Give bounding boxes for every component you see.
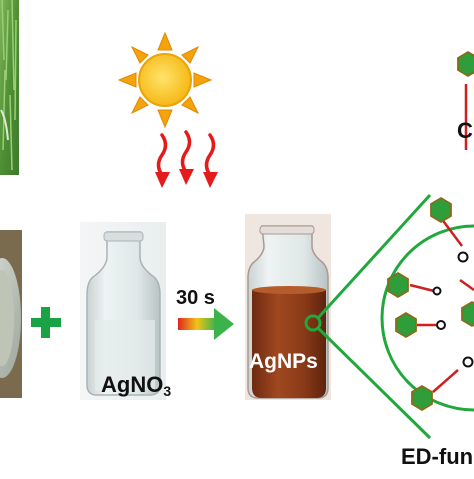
- reaction-time-label: 30 s: [176, 287, 215, 309]
- agno3-main-text: AgNO: [101, 372, 164, 397]
- zoom-callout: [304, 193, 474, 440]
- grass-photo: [0, 0, 19, 175]
- agnps-label: AgNPs: [249, 350, 318, 373]
- ed-functionalized-label: ED-fun: [401, 444, 474, 469]
- sun-icon: [117, 31, 213, 129]
- wavy-arrows-icon: [156, 130, 216, 177]
- top-right-molecule: [457, 50, 474, 150]
- agno3-bottle: [80, 222, 166, 400]
- agno3-label: AgNO3: [101, 372, 171, 399]
- hexagon-ligand-icon: [387, 196, 474, 412]
- partial-top-right-label: C: [457, 118, 473, 143]
- gradient-arrow-icon: [178, 308, 234, 340]
- agno3-subscript: 3: [163, 383, 172, 399]
- agnps-bottle: [245, 214, 331, 400]
- extract-bowl-photo: [0, 230, 22, 398]
- wavy-arrow-heads: [155, 169, 218, 188]
- plus-icon: [31, 307, 61, 338]
